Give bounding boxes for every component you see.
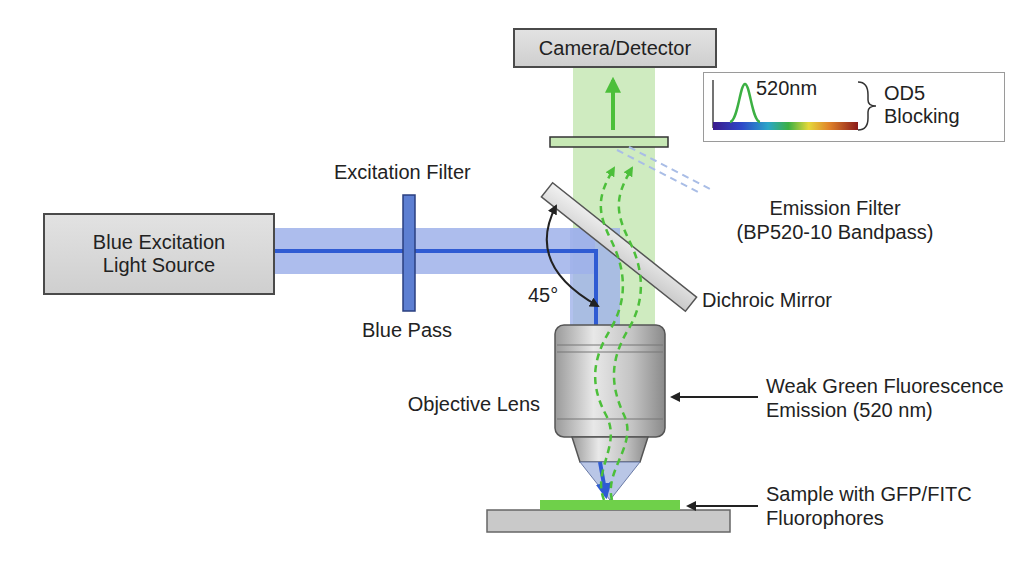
leader-arrow	[672, 396, 758, 398]
part-label: Blue Pass	[362, 318, 472, 342]
fluorescence-wave	[611, 168, 641, 500]
box-label: Blue Excitation Light Source	[72, 231, 247, 277]
dichroic-mirror	[541, 183, 696, 312]
box-label: Camera/Detector	[539, 37, 691, 60]
part-label: Weak Green Fluorescence Emission (520 nm…	[766, 374, 1021, 422]
spectrum-bar	[713, 122, 858, 130]
objective-body	[555, 325, 665, 437]
part-label: 45°	[528, 283, 578, 307]
leader-arrow	[688, 505, 758, 507]
objective-ring	[557, 345, 663, 419]
part-label: Excitation Filter	[334, 160, 504, 184]
component-box: Camera/Detector	[513, 28, 717, 68]
excitation-filter	[403, 195, 415, 311]
blocked-light	[617, 147, 712, 192]
sample-layer	[540, 500, 680, 510]
part-label: Emission Filter (BP520-10 Bandpass)	[730, 196, 940, 244]
part-label: Dichroic Mirror	[702, 288, 872, 312]
excitation-ray	[275, 251, 596, 344]
excitation-ray	[600, 462, 606, 496]
component-box: Blue Excitation Light Source	[43, 213, 275, 295]
spectrum-note: 520nm	[756, 77, 836, 100]
slide	[487, 510, 730, 532]
emission-arrow	[611, 80, 615, 130]
spectrum-note: OD5 Blocking	[884, 82, 984, 128]
fluorescence-wave	[595, 168, 623, 500]
part-label: Objective Lens	[380, 392, 540, 416]
spectrum-axis	[712, 80, 714, 128]
spectrum-inset: 520nm OD5 Blocking	[703, 72, 1005, 142]
bracket	[858, 82, 876, 130]
passband-peak	[730, 84, 760, 122]
dichroic-mirror	[541, 183, 696, 312]
emission-filter	[550, 137, 668, 147]
part-label: Sample with GFP/FITC Fluorophores	[766, 482, 1016, 530]
objective-lens	[555, 325, 665, 500]
